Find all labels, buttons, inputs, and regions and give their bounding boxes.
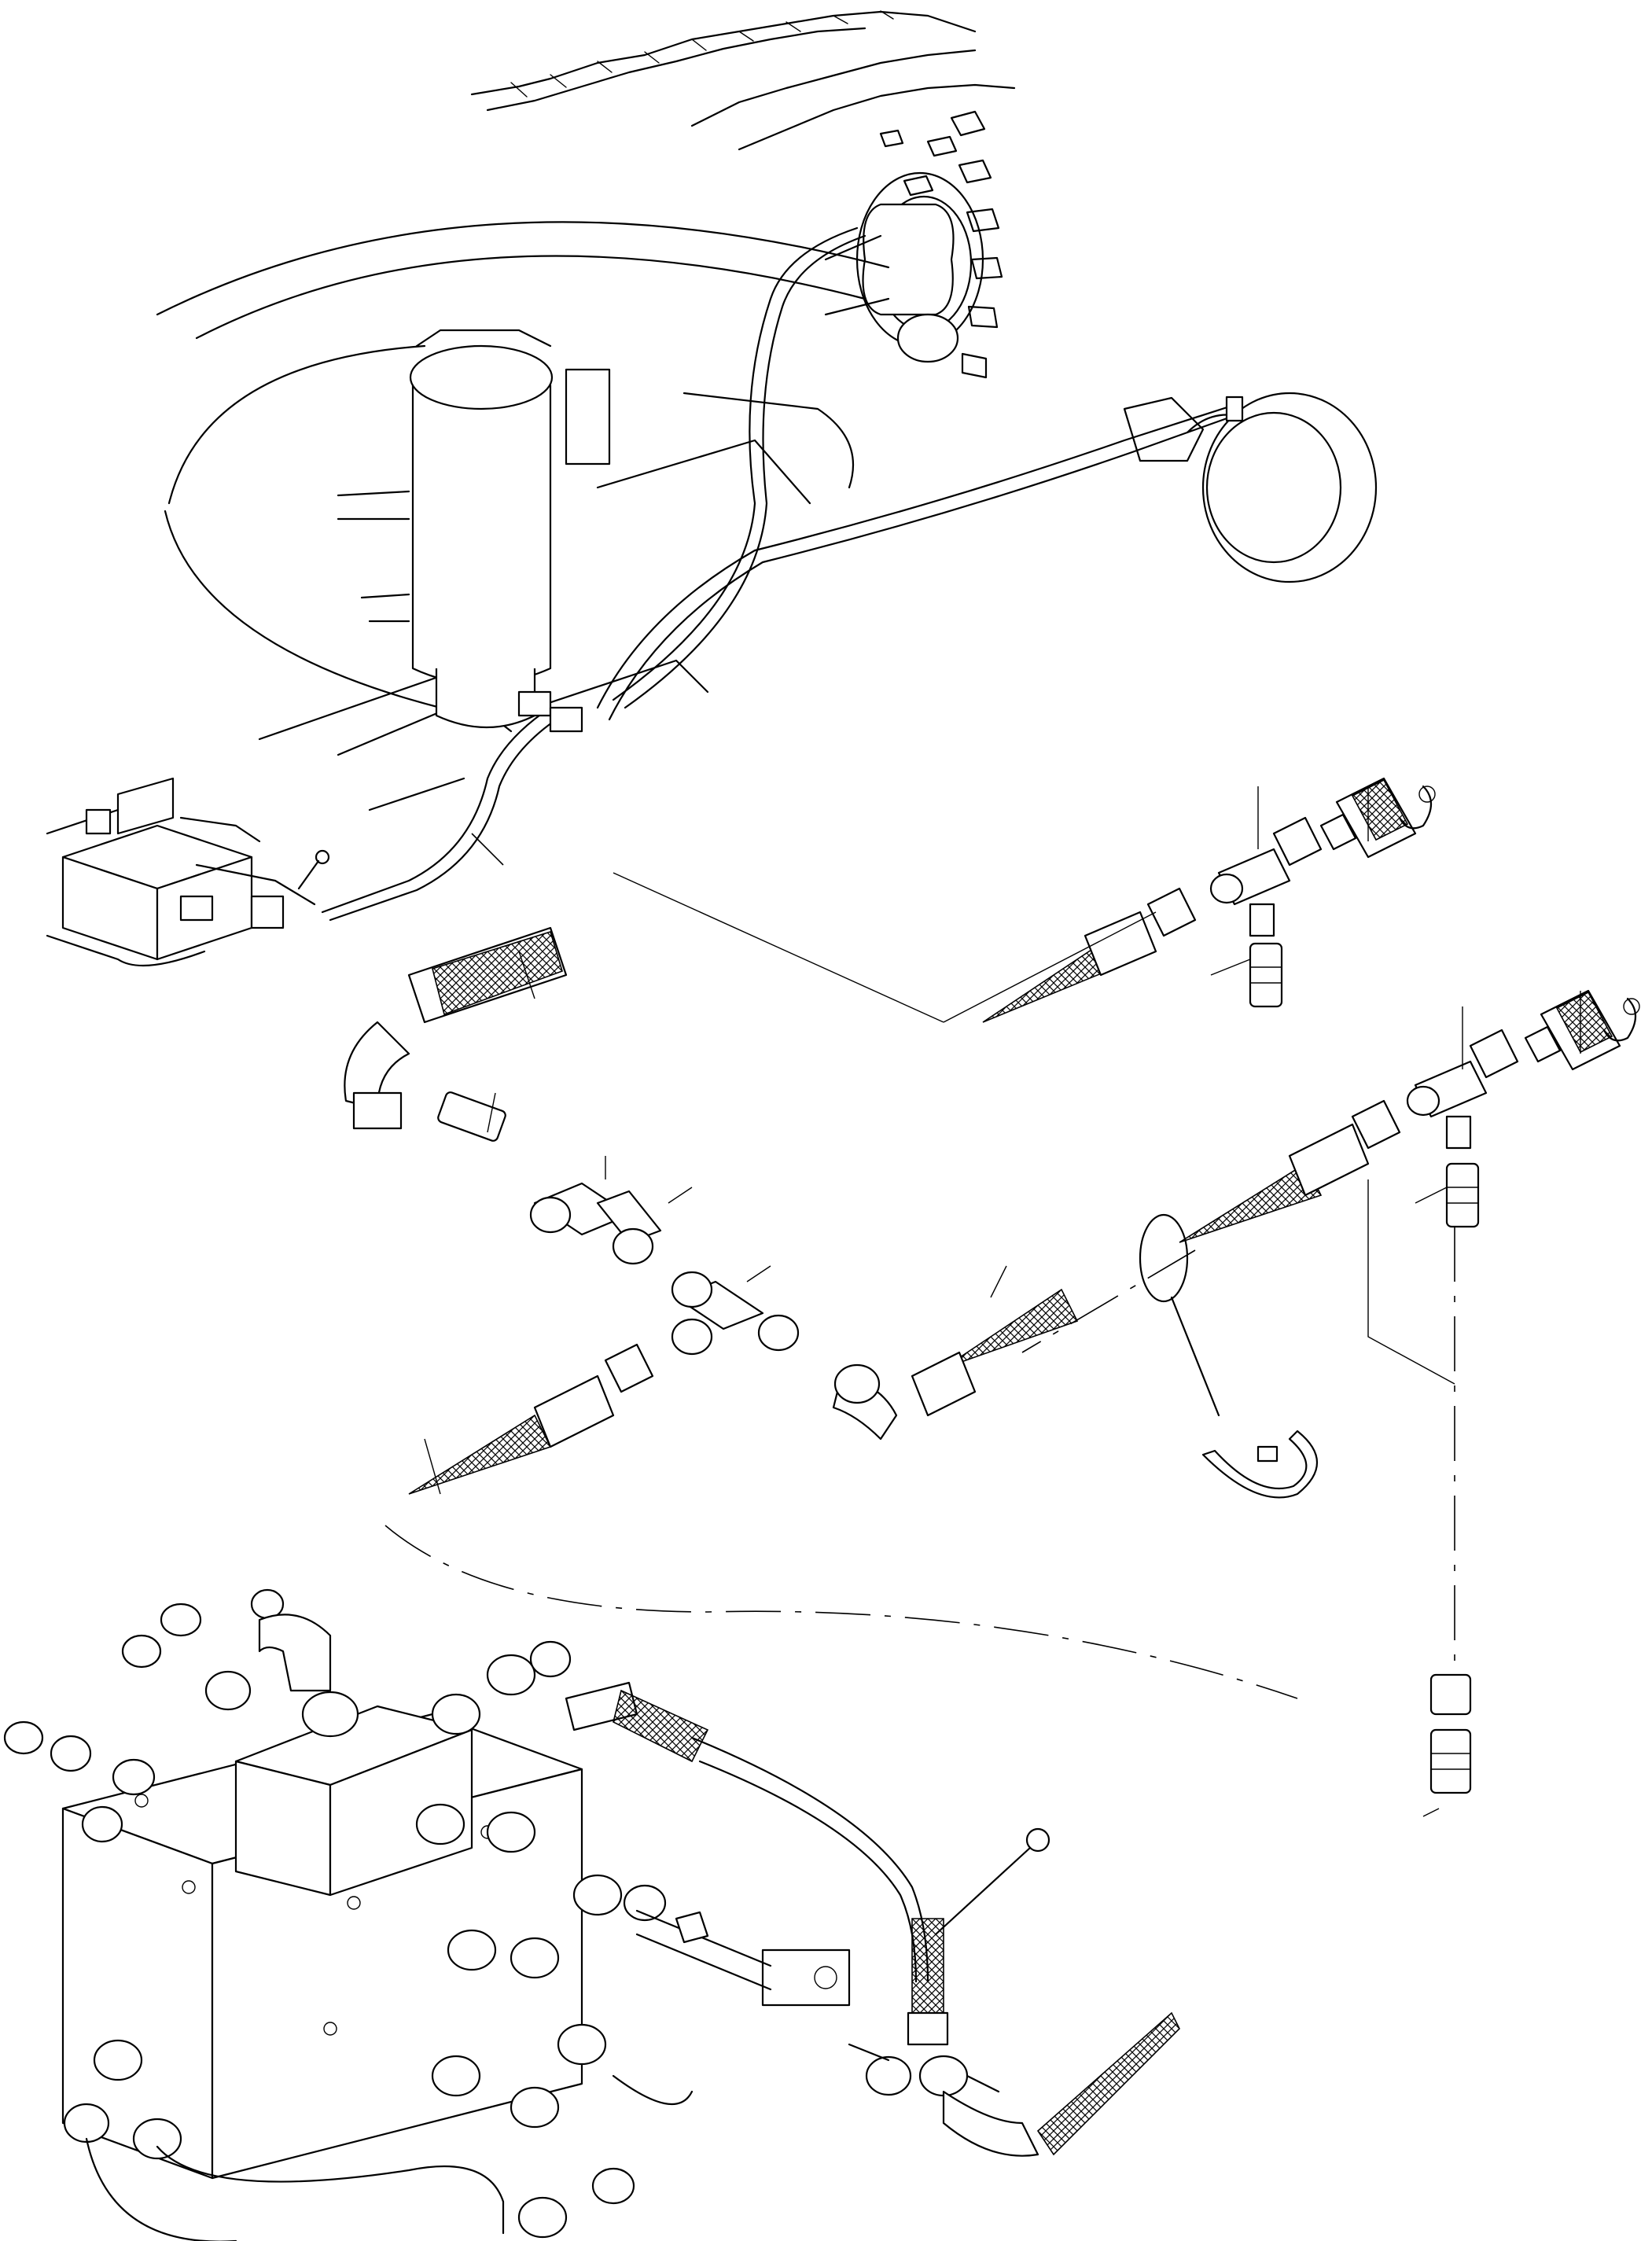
hydraulic-hoses xyxy=(321,226,1244,922)
hose-assemblies xyxy=(344,887,1401,1495)
hose-clamp-tie xyxy=(1139,1213,1318,1499)
tire-tread xyxy=(470,10,1016,379)
cylindrical-filter xyxy=(337,329,611,729)
valve-block-detail xyxy=(3,1588,1180,2241)
wheel-hub xyxy=(824,171,984,363)
axle-housing xyxy=(156,221,1378,811)
quick-couplers-with-caps xyxy=(1319,777,1640,1071)
assembly-guide-lines xyxy=(384,833,1455,1699)
nipple-fittings xyxy=(437,942,1480,1794)
valve-block-overview xyxy=(46,777,330,967)
leader-lines xyxy=(424,786,1581,1817)
tee-fittings xyxy=(529,816,1519,1356)
